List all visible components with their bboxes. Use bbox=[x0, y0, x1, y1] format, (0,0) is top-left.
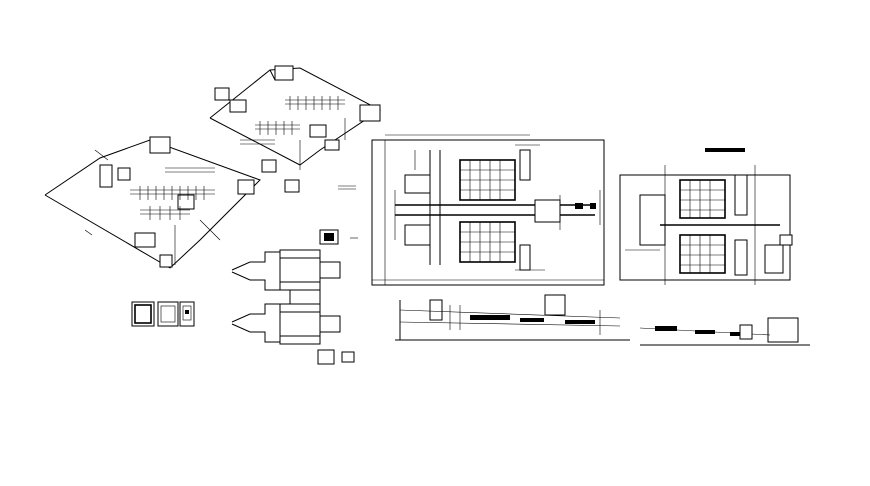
pump-housing-detail-upper bbox=[231, 249, 341, 307]
isometric-pipe-network-lower bbox=[44, 136, 261, 269]
filter-tank-plan-right bbox=[619, 148, 793, 285]
pump-housing-detail-lower bbox=[231, 303, 355, 365]
isometric-pipe-network-upper bbox=[209, 65, 381, 193]
longitudinal-section-right bbox=[639, 317, 810, 346]
section-mark-small bbox=[319, 185, 358, 245]
longitudinal-section-main bbox=[395, 294, 630, 341]
panel-details bbox=[131, 301, 195, 327]
filter-tank-plan-main bbox=[371, 134, 605, 286]
